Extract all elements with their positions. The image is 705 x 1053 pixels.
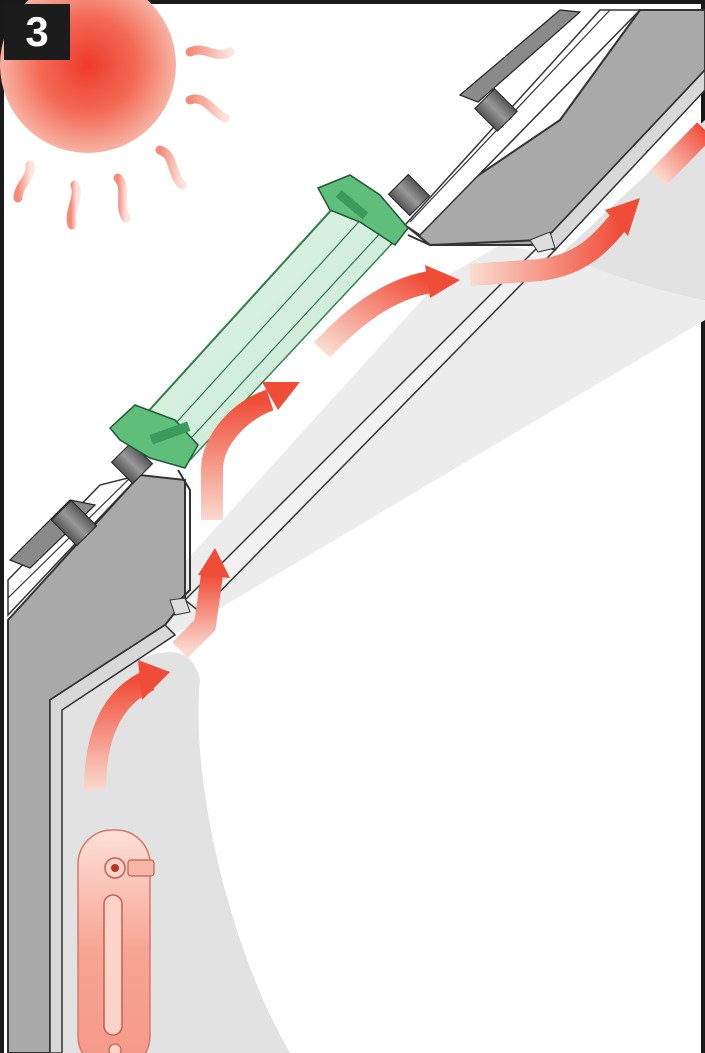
step-number-badge: 3 (4, 4, 70, 60)
radiator-icon (78, 830, 154, 1053)
